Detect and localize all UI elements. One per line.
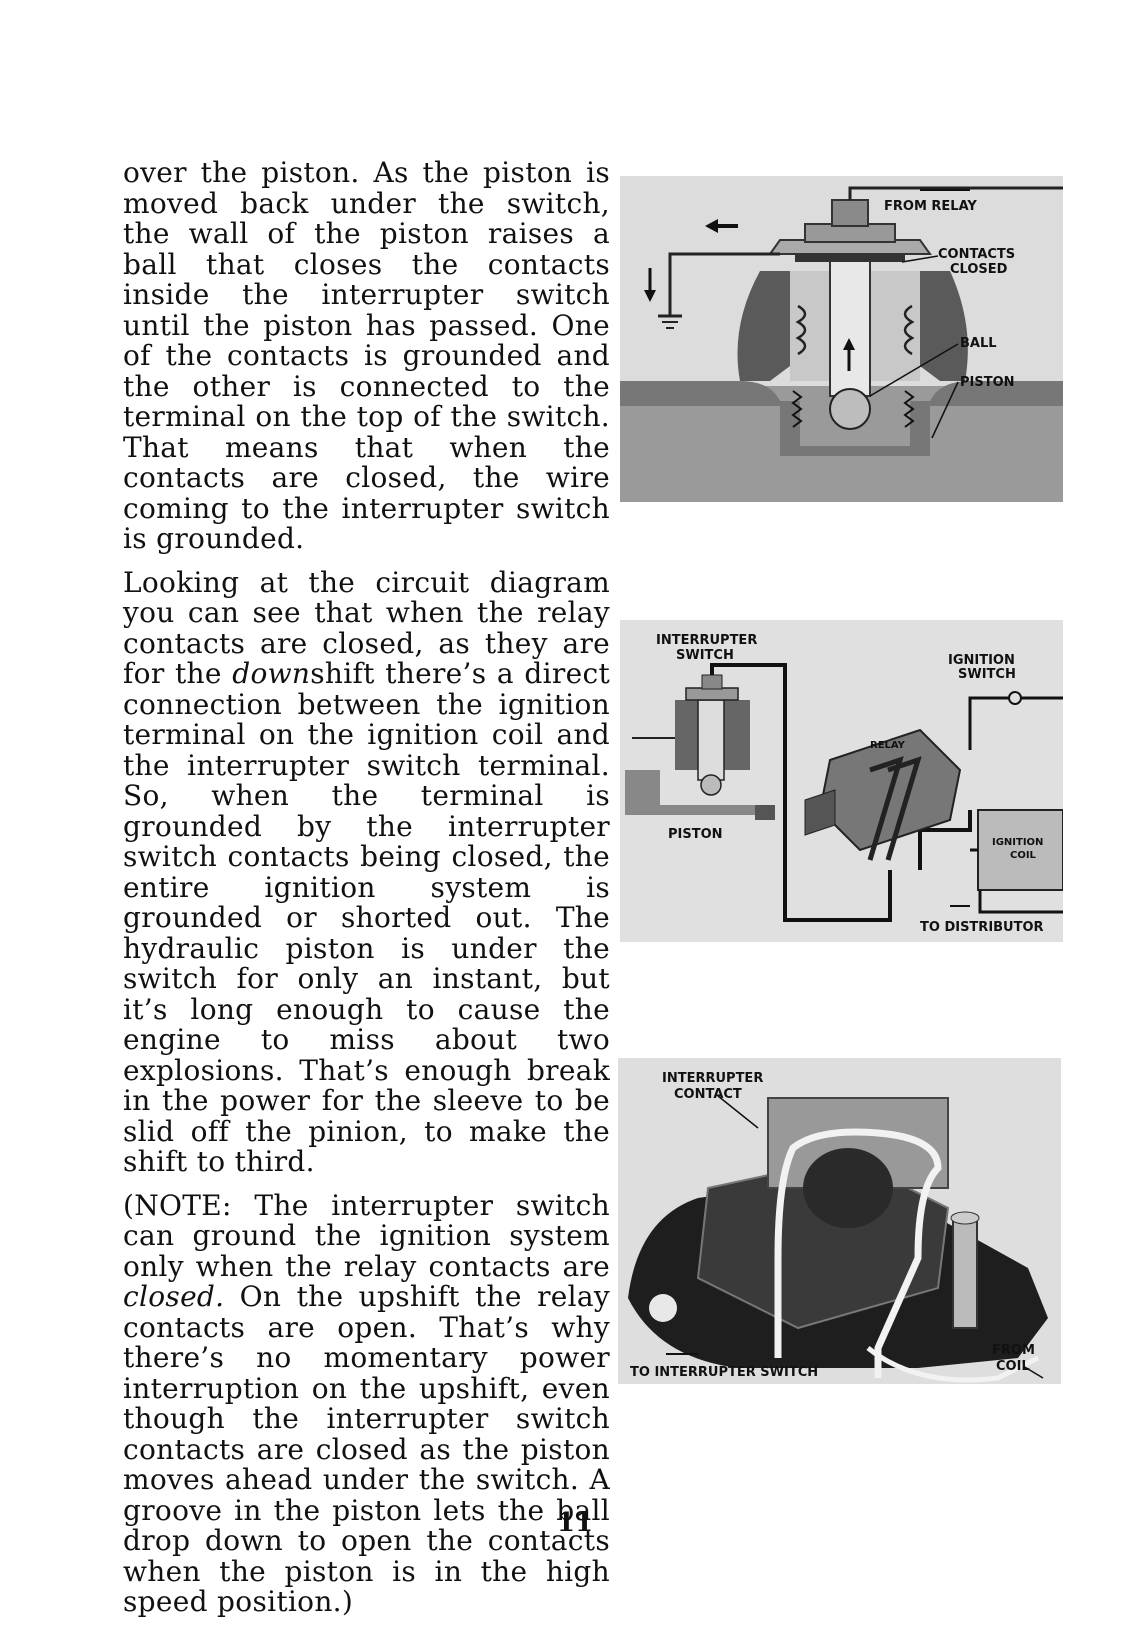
- label-interrupter-3: INTERRUPTER: [662, 1071, 763, 1086]
- label-relay: RELAY: [870, 740, 906, 751]
- text-run: (NOTE: The interrupter switch can ground…: [123, 1188, 610, 1283]
- label-coil: COIL: [996, 1359, 1030, 1374]
- label-ignition-coil-2: COIL: [1010, 850, 1037, 861]
- body-text: over the piston. As the piston is moved …: [123, 156, 610, 1631]
- figure-interrupter-switch-section: FROM RELAY CONTACTS CLOSED BALL PISTON: [620, 176, 1063, 502]
- label-contact: CONTACT: [674, 1087, 742, 1102]
- text-run: Looking at the circuit diagram you can s…: [123, 565, 610, 690]
- label-to-interrupter-switch: TO INTERRUPTER SWITCH: [630, 1365, 818, 1380]
- page-number: 11: [556, 1508, 594, 1538]
- label-to-distributor: TO DISTRIBUTOR: [920, 920, 1044, 935]
- label-interrupter: INTERRUPTER: [656, 633, 757, 648]
- text-run: shift there’s a direct connection betwee…: [123, 657, 610, 1178]
- label-ignition-switch: SWITCH: [958, 667, 1016, 682]
- label-from-relay: FROM RELAY: [884, 199, 977, 214]
- body-paragraph: over the piston. As the piston is moved …: [123, 156, 610, 555]
- body-paragraph: Looking at the circuit diagram you can s…: [123, 565, 610, 1178]
- label-from: FROM: [992, 1343, 1035, 1358]
- label-ball: BALL: [960, 336, 997, 351]
- text-run: over the piston. As the piston is moved …: [123, 156, 610, 555]
- text-run: On the upshift the relay contacts are op…: [123, 1280, 610, 1618]
- label-ignition: IGNITION: [948, 653, 1015, 668]
- figure-circuit-diagram: INTERRUPTER SWITCH IGNITION SWITCH RELAY…: [620, 620, 1063, 942]
- label-closed: CLOSED: [950, 262, 1008, 277]
- italic-text: closed.: [123, 1280, 225, 1313]
- label-switch: SWITCH: [676, 648, 734, 663]
- label-contacts: CONTACTS: [938, 247, 1015, 262]
- italic-text: down: [232, 657, 311, 690]
- label-ignition-coil-1: IGNITION: [992, 837, 1043, 848]
- label-piston-2: PISTON: [668, 827, 723, 842]
- label-piston: PISTON: [960, 375, 1015, 390]
- figure-relay-photo: INTERRUPTER CONTACT TO INTERRUPTER SWITC…: [618, 1058, 1061, 1384]
- body-paragraph: (NOTE: The interrupter switch can ground…: [123, 1188, 610, 1618]
